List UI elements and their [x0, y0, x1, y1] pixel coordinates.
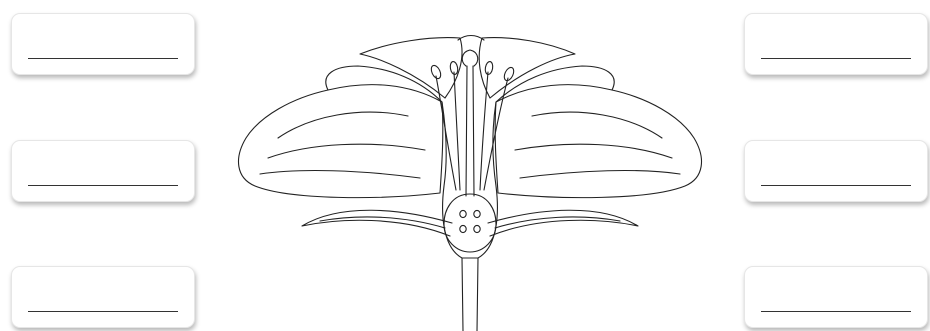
blank-line: [28, 311, 178, 312]
stalk: [462, 258, 478, 331]
answer-text[interactable]: [761, 163, 911, 181]
ovule-2: [474, 210, 480, 217]
answer-text[interactable]: [28, 289, 178, 307]
label-box-right-2[interactable]: [744, 140, 928, 202]
petal-left-outer: [239, 85, 443, 198]
label-box-left-3[interactable]: [11, 266, 195, 328]
blank-line: [761, 311, 911, 312]
back-petal-center: [458, 36, 484, 41]
label-box-right-3[interactable]: [744, 266, 928, 328]
petal-left-fold: [260, 112, 425, 178]
answer-text[interactable]: [28, 163, 178, 181]
stigma: [462, 50, 478, 66]
petal-left-upper: [326, 66, 442, 102]
anther-4: [502, 66, 515, 82]
flower-diagram: [230, 18, 710, 331]
blank-line: [761, 185, 911, 186]
petal-right-fold: [515, 112, 680, 178]
blank-line: [761, 58, 911, 59]
sepal-left: [302, 210, 452, 236]
label-box-left-1[interactable]: [11, 13, 195, 75]
filament-3: [480, 72, 488, 190]
petal-right-outer: [495, 85, 701, 198]
answer-text[interactable]: [761, 36, 911, 54]
sepal-left-vein: [320, 217, 445, 228]
ovule-3: [460, 225, 466, 232]
sepal-right: [488, 210, 638, 236]
label-box-right-1[interactable]: [744, 13, 928, 75]
ovule-1: [460, 210, 466, 217]
answer-text[interactable]: [761, 289, 911, 307]
sepal-right-vein: [495, 217, 620, 228]
label-box-left-2[interactable]: [11, 140, 195, 202]
receptacle: [443, 186, 498, 258]
ovule-4: [474, 225, 480, 232]
blank-line: [28, 185, 178, 186]
anther-1: [429, 64, 442, 80]
blank-line: [28, 58, 178, 59]
style: [466, 66, 474, 196]
answer-text[interactable]: [28, 36, 178, 54]
anther-3: [484, 61, 493, 75]
back-petal-right: [479, 38, 575, 98]
filament-2: [454, 72, 460, 190]
